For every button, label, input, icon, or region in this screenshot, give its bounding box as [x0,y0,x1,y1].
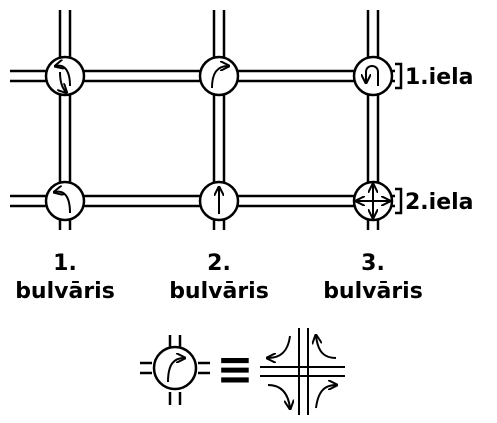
intersection-r2-c1 [44,180,86,222]
equivalence-symbol: ≡ [217,344,254,395]
boulevard-3-word: bulvāris [323,279,423,304]
intersection-r2-c3 [352,180,394,222]
boulevard-2-word: bulvāris [169,279,269,304]
street-end-markers [395,62,403,215]
street-label-1: 1.iela [405,65,474,90]
boulevard-1-word: bulvāris [15,279,115,304]
boulevard-2-number: 2. [207,251,231,276]
boulevard-3-number: 3. [361,251,385,276]
intersection-r2-c2 [198,180,240,222]
intersection-r1-c2 [198,55,240,97]
legend: ≡ [140,328,345,415]
intersection-r1-c3 [352,55,394,97]
intersection-r1-c1 [44,55,86,97]
boulevard-1-number: 1. [53,251,77,276]
legend-intersection-icon [140,335,210,405]
legend-four-approach-schematic [260,328,345,415]
street-label-2: 2.iela [405,190,474,215]
